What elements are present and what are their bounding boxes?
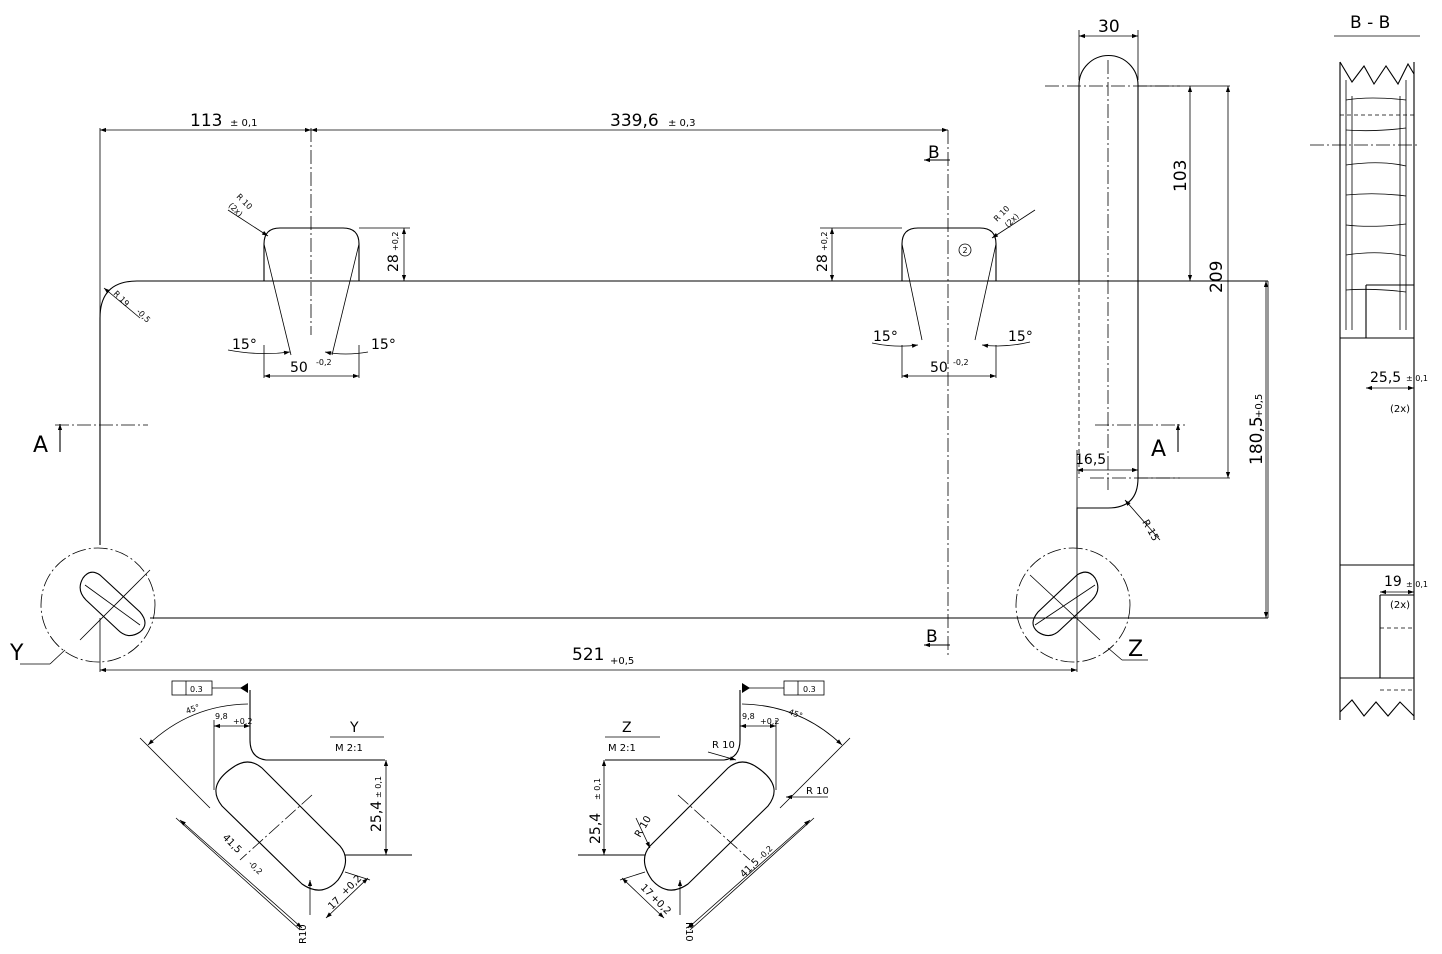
detail-y-dim-98: 9,8 bbox=[215, 712, 228, 721]
dim-113: 113 bbox=[190, 111, 222, 131]
notch-left bbox=[263, 227, 360, 281]
r15: R 15 bbox=[1139, 518, 1160, 543]
vertical-slot bbox=[1078, 55, 1139, 281]
tol-28-left: +0,2 bbox=[391, 232, 400, 251]
slot-z-axis-b bbox=[1034, 584, 1096, 626]
tol-r19: -0,5 bbox=[135, 307, 152, 324]
detail-y-r10: R10 bbox=[298, 924, 309, 944]
hidden-slot-lines bbox=[1078, 281, 1139, 478]
detail-label-z: Z bbox=[1128, 637, 1143, 662]
detail-z-tol-17: +0,2 bbox=[648, 892, 673, 917]
bb-tol-25: ± 0,1 bbox=[1406, 374, 1428, 383]
detail-z-tol-value: 0.3 bbox=[803, 685, 816, 694]
angle-15-a: 15° bbox=[232, 337, 257, 353]
dim-103: 103 bbox=[1171, 160, 1191, 192]
tol-521: +0,5 bbox=[610, 656, 634, 667]
detail-y-scale: M 2:1 bbox=[335, 743, 363, 754]
section-b-bottom: B bbox=[926, 627, 938, 647]
dim-339: 339,6 bbox=[610, 111, 659, 131]
detail-z-r10: R10 bbox=[683, 922, 694, 942]
dim-16: 16,5 bbox=[1075, 452, 1106, 468]
detail-y-tol-415: -0,2 bbox=[247, 859, 264, 876]
slot-z-axis-a bbox=[1029, 574, 1101, 641]
tol-339: ± 0,3 bbox=[668, 118, 695, 129]
detail-z-r10-a: R 10 bbox=[712, 740, 735, 751]
detail-y-tol-value: 0.3 bbox=[190, 685, 203, 694]
detail-z-tol-254: ± 0,1 bbox=[593, 778, 602, 800]
detail-z-edges bbox=[578, 690, 741, 856]
dim-30: 30 bbox=[1098, 17, 1120, 37]
bb-note-19: (2x) bbox=[1390, 600, 1410, 611]
dim-521: 521 bbox=[572, 645, 604, 665]
detail-y: Y M 2:1 0.3 45° 9,8 +0,2 25,4 ± 0,1 41,5… bbox=[139, 680, 412, 944]
item-balloon bbox=[958, 243, 972, 257]
detail-circle-y bbox=[40, 547, 156, 663]
section-a-right: A bbox=[1151, 437, 1166, 462]
detail-y-dim-17: 17 bbox=[326, 895, 343, 912]
notch-right bbox=[901, 227, 997, 281]
bb-note-25: (2x) bbox=[1390, 404, 1410, 415]
section-bb-outline bbox=[1339, 62, 1415, 720]
detail-z-scale: M 2:1 bbox=[608, 743, 636, 754]
detail-z-title: Z bbox=[622, 720, 632, 736]
detail-y-dim-254: 25,4 bbox=[369, 801, 385, 832]
break-top bbox=[1339, 61, 1415, 86]
dim-28-right: 28 bbox=[815, 254, 831, 272]
section-bb: B - B 25,5 ± 0,1 (2x) 19 ± 0,1 (2x) bbox=[1310, 13, 1428, 720]
slot-y bbox=[79, 571, 146, 637]
main-view: 2 113 ± 0,1 339,6 ± 0,3 30 103 209 180,5… bbox=[9, 17, 1269, 673]
detail-z-centerline bbox=[677, 794, 751, 861]
dim-28-left: 28 bbox=[386, 254, 402, 272]
part-outline bbox=[99, 280, 1268, 619]
tol-28-right: +0,2 bbox=[820, 232, 829, 251]
bb-dim-19: 19 bbox=[1384, 574, 1402, 590]
detail-z: Z M 2:1 0.3 45° 9,8 +0,2 R 10 R 10 R 10 … bbox=[578, 680, 851, 942]
angle-15-b: 15° bbox=[371, 337, 396, 353]
bb-dim-25: 25,5 bbox=[1370, 370, 1401, 386]
detail-y-title: Y bbox=[349, 720, 359, 736]
detail-z-dim-254: 25,4 bbox=[588, 813, 604, 844]
tol-50-left: -0,2 bbox=[316, 358, 332, 367]
detail-label-y: Y bbox=[9, 641, 24, 666]
detail-y-tol-98: +0,2 bbox=[233, 717, 252, 726]
detail-z-tol-98: +0,2 bbox=[760, 717, 779, 726]
detail-circle-z bbox=[1015, 547, 1131, 663]
slot-y-axis-a bbox=[79, 569, 151, 641]
section-b-top: B bbox=[928, 143, 940, 163]
tol-113: ± 0,1 bbox=[230, 118, 257, 129]
detail-y-slot bbox=[215, 761, 347, 891]
dim-50-right: 50 bbox=[930, 360, 948, 376]
slot-y-axis-b bbox=[84, 584, 141, 626]
notch-left-taper bbox=[263, 243, 360, 356]
detail-y-dim-415: 41,5 bbox=[220, 832, 244, 856]
section-bb-title: B - B bbox=[1350, 13, 1390, 33]
dim-50-left: 50 bbox=[290, 360, 308, 376]
tol-180: +0,5 bbox=[1254, 394, 1265, 418]
detail-z-angle: 45° bbox=[787, 707, 803, 720]
detail-y-centerline bbox=[239, 794, 313, 861]
notch-right-taper bbox=[901, 243, 997, 341]
dim-209: 209 bbox=[1207, 261, 1227, 293]
item-balloon-text: 2 bbox=[962, 246, 967, 255]
r19: R 19 bbox=[112, 289, 131, 308]
detail-z-tol-415: -0,2 bbox=[757, 844, 774, 861]
detail-y-tol-254: ± 0,1 bbox=[374, 776, 383, 798]
section-a-left: A bbox=[33, 433, 48, 458]
detail-z-dim-98: 9,8 bbox=[742, 712, 755, 721]
angle-15-c: 15° bbox=[873, 329, 898, 345]
detail-y-edges bbox=[249, 690, 412, 856]
detail-z-r10-b: R 10 bbox=[806, 786, 829, 797]
angle-15-d: 15° bbox=[1008, 329, 1033, 345]
tol-50-right: -0,2 bbox=[953, 358, 969, 367]
slot-z bbox=[1032, 571, 1099, 637]
break-bottom bbox=[1339, 699, 1415, 717]
dim-180: 180,5 bbox=[1247, 416, 1267, 465]
bb-tol-19: ± 0,1 bbox=[1406, 580, 1428, 589]
detail-y-angle: 45° bbox=[185, 703, 201, 716]
